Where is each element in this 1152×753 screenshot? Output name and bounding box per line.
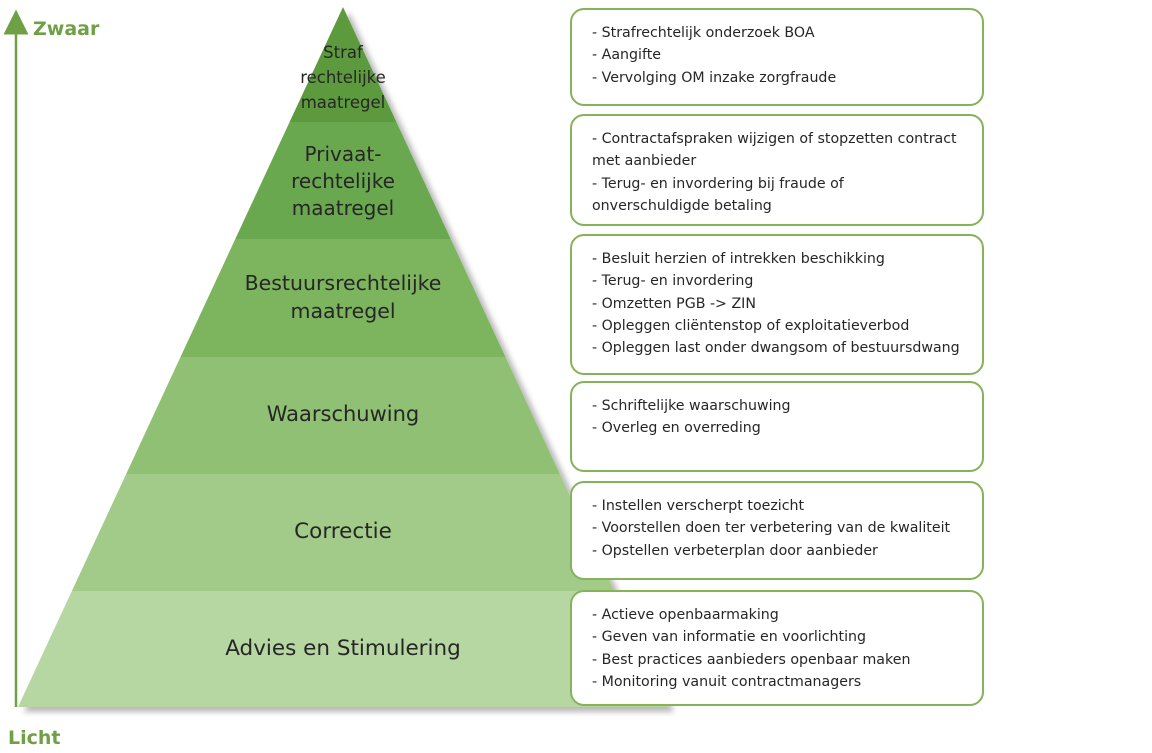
measure-box-4: - Schriftelijke waarschuwing - Overleg en… bbox=[570, 381, 984, 472]
measure-item: - Opleggen cliëntenstop of exploitatieve… bbox=[592, 317, 910, 334]
measure-box-5: - Instellen verscherpt toezicht - Voorste… bbox=[570, 481, 984, 580]
pyramid-tier-label: Privaat- bbox=[305, 142, 382, 166]
pyramid-tier-5 bbox=[71, 474, 615, 591]
pyramid-tier-4 bbox=[126, 357, 560, 474]
measure-item: - Opstellen verbeterplan door aanbieder bbox=[592, 542, 878, 559]
measure-item: - Monitoring vanuit contractmanagers bbox=[592, 673, 862, 690]
measure-item: - Actieve openbaarmaking bbox=[592, 607, 779, 623]
measure-box-1: - Strafrechtelijk onderzoek BOA - Aangift… bbox=[570, 8, 984, 106]
pyramid-tier-label: maatregel bbox=[292, 196, 394, 220]
measure-item: - Aangifte bbox=[592, 47, 662, 64]
measure-box-2: - Contractafspraken wijzigen of stopzett… bbox=[570, 114, 984, 226]
measure-item: - Omzetten PGB -> ZIN bbox=[592, 295, 756, 312]
measure-item: - Contractafspraken wijzigen of stopzett… bbox=[592, 131, 957, 170]
measure-item: - Terug- en invordering bbox=[592, 273, 754, 290]
measure-box-3: - Besluit herzien of intrekken beschikki… bbox=[570, 234, 984, 375]
pyramid-tier-label: rechtelijke bbox=[291, 169, 395, 193]
pyramid-tier-3 bbox=[180, 239, 506, 357]
measure-item: - Schriftelijke waarschuwing bbox=[592, 398, 791, 414]
measure-item: - Strafrechtelijk onderzoek BOA bbox=[592, 25, 815, 41]
measure-item: - Opleggen last onder dwangsom of bestuu… bbox=[592, 340, 960, 357]
measure-item: - Voorstellen doen ter verbetering van d… bbox=[592, 520, 951, 537]
measure-item: - Besluit herzien of intrekken beschikki… bbox=[592, 251, 885, 267]
axis-label-heavy: Zwaar bbox=[33, 18, 100, 40]
measure-item: - Instellen verscherpt toezicht bbox=[592, 498, 805, 514]
measure-box-6: - Actieve openbaarmaking - Geven van info… bbox=[570, 590, 984, 706]
axis-label-light: Licht bbox=[8, 727, 61, 749]
pyramid-tier-2 bbox=[235, 122, 451, 239]
pyramid-tier-label: maatregel bbox=[290, 299, 395, 323]
pyramid-tier-label: Waarschuwing bbox=[267, 402, 420, 426]
pyramid-tier-label: Correctie bbox=[294, 519, 392, 544]
measure-item: - Geven van informatie en voorlichting bbox=[592, 629, 867, 646]
pyramid-tier-1 bbox=[289, 7, 397, 122]
measure-item: - Overleg en overreding bbox=[592, 420, 761, 437]
pyramid-tier-label: Bestuursrechtelijke bbox=[245, 271, 442, 295]
measure-item: - Terug- en invordering bij fraude of on… bbox=[592, 175, 844, 214]
measure-item: - Best practices aanbieders openbaar mak… bbox=[592, 651, 911, 668]
pyramid-tier-label: Straf bbox=[323, 43, 364, 62]
pyramid-tier-label: rechtelijke bbox=[300, 68, 386, 87]
pyramid-tier-label: Advies en Stimulering bbox=[225, 636, 461, 661]
pyramid-tier-label: maatregel bbox=[301, 93, 386, 112]
measure-item: - Vervolging OM inzake zorgfraude bbox=[592, 69, 837, 86]
pyramid-tier-6 bbox=[18, 591, 668, 707]
